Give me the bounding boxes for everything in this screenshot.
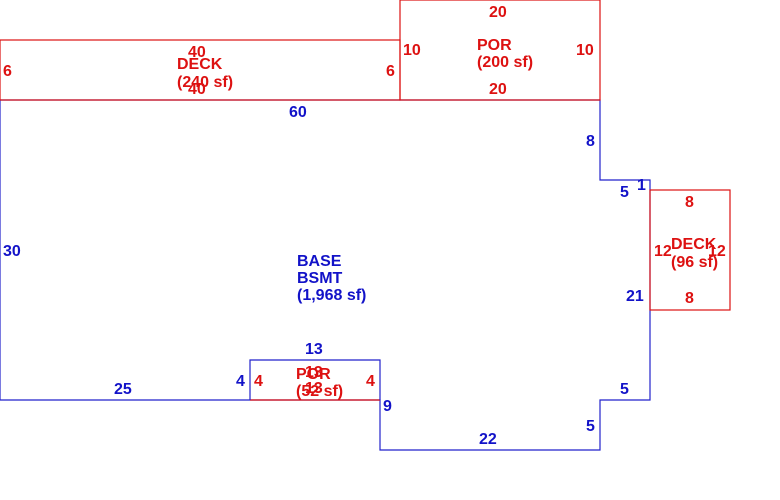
porch-bottom-dim-left: 4 <box>254 373 263 390</box>
deck-top-dim-bottom: 40 <box>188 81 206 98</box>
porch-bottom-outline <box>249 359 381 400</box>
porch-top-dim-left: 10 <box>403 42 421 59</box>
porch-bottom-area: (52 sf) <box>296 383 343 400</box>
porch-top-outline <box>399 0 601 101</box>
deck-top-dim-left: 6 <box>3 63 12 80</box>
base-dim-right-mid: 21 <box>626 288 644 305</box>
base-area: (1,968 sf) <box>297 287 366 304</box>
base-dim-right-top: 8 <box>586 133 595 150</box>
deck-right-name: DECK <box>671 236 717 253</box>
porch-bottom-name: POR <box>296 366 331 383</box>
deck-right-dim-right: 12 <box>708 243 726 260</box>
porch-bottom-dim-right: 4 <box>366 373 375 390</box>
deck-top-dim-top: 40 <box>188 44 206 61</box>
base-dim-top: 60 <box>289 104 307 121</box>
deck-right-dim-bottom: 8 <box>685 290 694 307</box>
deck-top-name: DECK <box>177 56 223 73</box>
porch-top-name: POR <box>477 37 512 54</box>
base-dim-right-upper-jog: 5 <box>620 184 629 201</box>
base-dim-right-lower-step: 5 <box>586 418 595 435</box>
base-dim-left: 30 <box>3 243 21 260</box>
porch-bottom-dim-bottom: 13 <box>305 380 323 397</box>
deck-right-dim-top: 8 <box>685 194 694 211</box>
deck-right-dim-left: 12 <box>654 243 672 260</box>
base-dim-right-lower-jog: 5 <box>620 381 629 398</box>
base-dim-notch-right: 9 <box>383 398 392 415</box>
base-dim-right-upper-step: 1 <box>637 177 646 194</box>
deck-right-area: (96 sf) <box>671 254 718 271</box>
base-dim-bottom: 22 <box>479 431 497 448</box>
base-name-line2: BSMT <box>297 270 343 287</box>
porch-top-area: (200 sf) <box>477 54 533 71</box>
base-name-line1: BASE <box>297 253 342 270</box>
base-dim-bottom-left: 25 <box>114 381 132 398</box>
porch-top-dim-right: 10 <box>576 42 594 59</box>
porch-bottom-dim-top: 13 <box>305 364 323 381</box>
base-dim-notch-left: 4 <box>236 373 245 390</box>
deck-right-outline <box>649 189 731 311</box>
deck-top-area: (240 sf) <box>177 74 233 91</box>
porch-top-dim-bottom: 20 <box>489 81 507 98</box>
base-dim-notch-top: 13 <box>305 341 323 358</box>
porch-top-dim-top: 20 <box>489 4 507 21</box>
deck-top-dim-right: 6 <box>386 63 395 80</box>
